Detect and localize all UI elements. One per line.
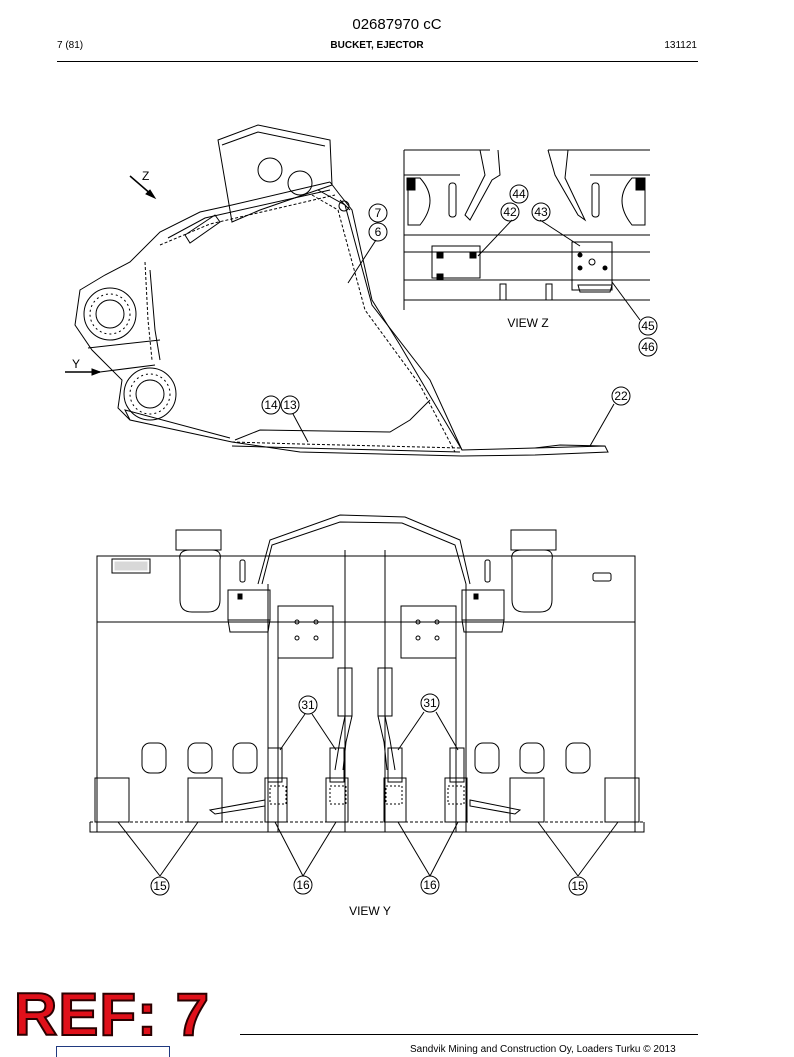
company-logo [56,1046,170,1057]
svg-text:6: 6 [375,225,382,239]
callout-44: 44 [509,184,529,204]
callout-16-left: 16 [293,875,313,895]
callout-balloons: 44 42 43 7 6 45 46 22 14 13 31 31 15 16 … [150,184,658,896]
callout-14: 14 [261,395,281,415]
svg-text:13: 13 [283,398,297,412]
callout-43: 43 [531,202,551,222]
svg-text:22: 22 [614,389,628,403]
svg-text:31: 31 [423,696,437,710]
callout-31-left: 31 [298,695,318,715]
svg-text:15: 15 [153,879,167,893]
svg-text:43: 43 [534,205,548,219]
svg-text:31: 31 [301,698,315,712]
callout-15-left: 15 [150,876,170,896]
document-number: 02687970 cC [352,16,442,33]
bucket-side-view [65,124,615,457]
callout-22: 22 [611,386,631,406]
z-view-marker: Z [142,169,149,183]
callout-45: 45 [638,316,658,336]
svg-text:44: 44 [512,187,526,201]
callout-7: 7 [368,203,388,223]
header-divider [57,61,698,62]
footer-copyright: Sandvik Mining and Construction Oy, Load… [410,1044,676,1055]
section-title: BUCKET, EJECTOR [330,40,424,51]
callout-15-right: 15 [568,876,588,896]
svg-text:14: 14 [264,398,278,412]
view-y-front [89,514,645,877]
view-z-detail [403,149,650,321]
svg-text:15: 15 [571,879,585,893]
footer-divider [240,1034,698,1035]
header-row: 7 (81) BUCKET, EJECTOR 131121 [57,40,697,56]
svg-text:16: 16 [423,878,437,892]
callout-42: 42 [500,202,520,222]
callout-16-right: 16 [420,875,440,895]
svg-text:16: 16 [296,878,310,892]
date-code: 131121 [664,40,697,51]
callout-6: 6 [368,222,388,242]
page-indicator: 7 (81) [57,40,84,51]
callout-31-right: 31 [420,693,440,713]
ref-watermark: REF: 7 [13,981,211,1048]
callout-46: 46 [638,337,658,357]
svg-text:46: 46 [641,340,655,354]
callout-13: 13 [280,395,300,415]
view-z-label: VIEW Z [507,316,548,330]
view-y-label: VIEW Y [349,904,391,918]
svg-text:7: 7 [375,206,382,220]
y-view-marker: Y [72,357,80,371]
svg-text:45: 45 [641,319,655,333]
svg-text:42: 42 [503,205,517,219]
